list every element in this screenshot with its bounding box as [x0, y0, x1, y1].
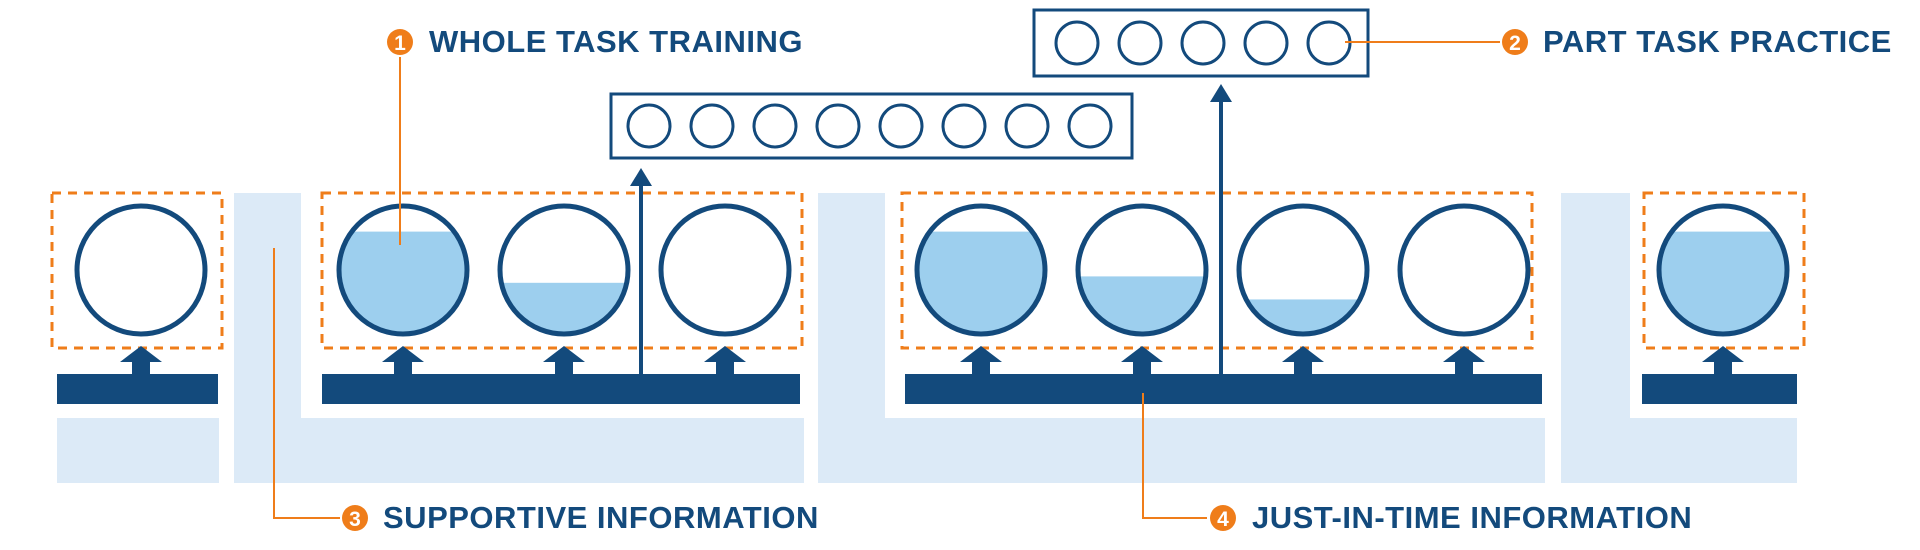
- part-task-box-lower-circle-4: [815, 103, 861, 149]
- learning-task-5: [914, 203, 1048, 337]
- supportive-information-bands: [57, 193, 1797, 483]
- jit-arrow-3: [543, 346, 585, 374]
- jit-bar-4: [1642, 374, 1797, 404]
- label-number-badge: [1210, 505, 1236, 531]
- jit-arrow-1: [120, 346, 162, 374]
- task-arrows: [120, 346, 1744, 374]
- learning-task-1: [74, 203, 208, 337]
- task-circle-bg: [1400, 206, 1528, 334]
- jit-bar-1: [57, 374, 218, 404]
- task-circle-outline: [658, 203, 792, 337]
- learning-task-7: [1236, 203, 1370, 337]
- label-part-task-practice: 2 PART TASK PRACTICE: [1502, 24, 1892, 59]
- jit-arrow-6: [1121, 346, 1163, 374]
- part-task-box-lower-circles: [626, 103, 1113, 149]
- part-task-box-lower-circle-3: [752, 103, 798, 149]
- label-text: WHOLE TASK TRAINING: [429, 24, 803, 59]
- part-task-box-lower-circle-6: [941, 103, 987, 149]
- label-just-in-time-information: 4 JUST-IN-TIME INFORMATION: [1210, 500, 1692, 535]
- part-task-box-upper-circle-2: [1117, 20, 1163, 66]
- part-task-boxes: [609, 8, 1370, 160]
- task-class-box-3: [900, 191, 1534, 350]
- supportive-band-2: [818, 193, 1545, 483]
- task-class-box-1: [50, 191, 224, 350]
- task-circle-outline: [497, 203, 631, 337]
- task-circle-bg: [661, 206, 789, 334]
- supportive-band-1: [234, 193, 804, 483]
- part-task-box-lower: [609, 92, 1134, 160]
- label-supportive-information: 3 SUPPORTIVE INFORMATION: [342, 500, 819, 535]
- part-task-box-upper-circle-5: [1306, 20, 1352, 66]
- task-circle-outline: [336, 203, 470, 337]
- task-circle-outline: [74, 203, 208, 337]
- task-class-box-4: [1642, 191, 1806, 350]
- label-number: 1: [394, 32, 406, 55]
- learning-task-9: [1656, 203, 1790, 337]
- task-circle-outline: [1075, 203, 1209, 337]
- jit-arrow-4: [704, 346, 746, 374]
- label-number: 4: [1217, 508, 1229, 531]
- part-task-box-upper-circle-4: [1243, 20, 1289, 66]
- just-in-time-bars: [57, 374, 1797, 404]
- jit-arrow-9: [1702, 346, 1744, 374]
- learning-task-8: [1397, 203, 1531, 337]
- label-number-badge: [387, 29, 413, 55]
- jit-arrow-8: [1443, 346, 1485, 374]
- learning-task-4: [658, 203, 792, 337]
- task-circle-outline: [1397, 203, 1531, 337]
- part-task-arrows: [630, 84, 1232, 374]
- supportive-band-3: [1561, 193, 1797, 483]
- learning-tasks: [74, 203, 1790, 337]
- task-class-box-2: [320, 191, 804, 350]
- learning-task-2: [336, 203, 470, 337]
- task-circle-outline: [1656, 203, 1790, 337]
- callout-line-4: [1142, 393, 1207, 519]
- label-number: 2: [1509, 32, 1521, 55]
- jit-bar-2: [322, 374, 800, 404]
- task-circle-outline: [1236, 203, 1370, 337]
- label-text: SUPPORTIVE INFORMATION: [383, 500, 819, 535]
- task-support-fill: [500, 282, 628, 334]
- jit-arrow-2: [382, 346, 424, 374]
- label-text: PART TASK PRACTICE: [1543, 24, 1892, 59]
- task-class-boxes: [50, 191, 1806, 350]
- label-whole-task-training: 1 WHOLE TASK TRAINING: [387, 24, 803, 59]
- label-number: 3: [349, 508, 361, 531]
- part-task-box-upper-circle-3: [1180, 20, 1226, 66]
- part-task-box-lower-circle-7: [1004, 103, 1050, 149]
- jit-arrow-7: [1282, 346, 1324, 374]
- task-circle-bg: [77, 206, 205, 334]
- part-task-arrow-1-head: [630, 168, 652, 186]
- part-task-box-upper-circles: [1054, 20, 1352, 66]
- task-circle-outline: [914, 203, 1048, 337]
- supportive-band-left: [57, 418, 219, 483]
- jit-bar-3: [905, 374, 1542, 404]
- task-support-fill: [1078, 276, 1206, 334]
- jit-arrow-5: [960, 346, 1002, 374]
- part-task-box-lower-circle-5: [878, 103, 924, 149]
- label-text: JUST-IN-TIME INFORMATION: [1252, 500, 1692, 535]
- learning-task-6: [1075, 203, 1209, 337]
- label-number-badge: [342, 505, 368, 531]
- callout-lines: [273, 41, 1500, 519]
- part-task-box-lower-circle-2: [689, 103, 735, 149]
- part-task-box-upper-circle-1: [1054, 20, 1100, 66]
- part-task-box-lower-circle-1: [626, 103, 672, 149]
- learning-task-3: [497, 203, 631, 337]
- part-task-box-lower-circle-8: [1067, 103, 1113, 149]
- label-number-badge: [1502, 29, 1528, 55]
- callout-line-3: [273, 248, 340, 519]
- part-task-arrow-2-head: [1210, 84, 1232, 102]
